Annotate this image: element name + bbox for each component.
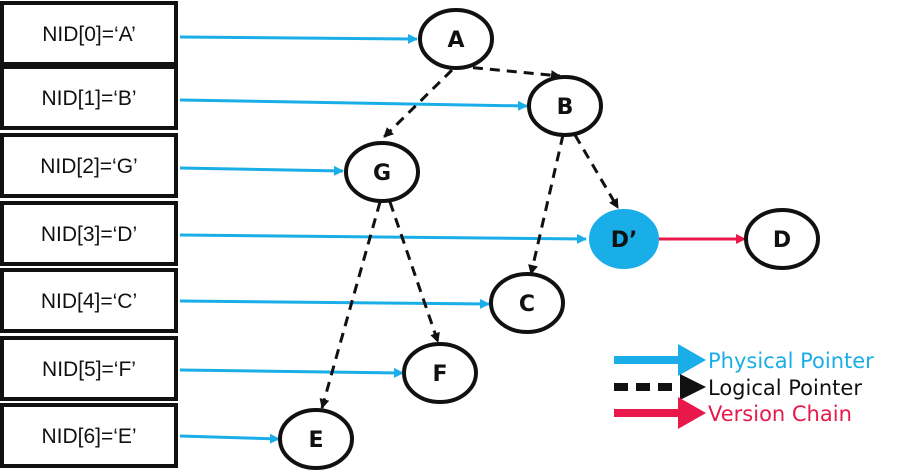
- legend-physical-label: Physical Pointer: [708, 349, 874, 373]
- nid-cell-5: NID[5]=‘F’: [0, 336, 178, 401]
- legend-version-label: Version Chain: [708, 402, 852, 426]
- tree-nodes: A B G D’ D C F E: [278, 8, 820, 470]
- legend-logical-label: Logical Pointer: [708, 376, 862, 400]
- physical-pointer-nid3-Dp: [179, 233, 587, 244]
- legend-physical: Physical Pointer: [614, 344, 874, 376]
- node-label-F: F: [432, 362, 447, 387]
- node-B: B: [527, 75, 603, 137]
- nid-label-2: NID[2]=‘G’: [40, 155, 137, 178]
- legend-version: Version Chain: [614, 397, 852, 429]
- legend-logical-arrow-icon: [680, 374, 706, 400]
- logical-pointer-G-F: [388, 201, 440, 343]
- node-label-B: B: [557, 95, 574, 120]
- nid-cell-3: NID[3]=‘D’: [0, 201, 178, 266]
- legend-version-arrow-icon: [678, 397, 706, 429]
- node-D-prime: D’: [589, 209, 659, 269]
- node-F: F: [402, 342, 478, 404]
- legend-physical-arrow-icon: [678, 344, 706, 376]
- nid-cell-0: NID[0]=‘A’: [0, 1, 178, 66]
- nid-label-0: NID[0]=‘A’: [42, 23, 136, 46]
- legend-logical: Logical Pointer: [614, 374, 862, 400]
- node-label-A: A: [447, 28, 464, 53]
- physical-pointers: [179, 33, 587, 444]
- logical-pointer-G-E: [319, 201, 382, 409]
- physical-pointer-nid0-A: [179, 33, 418, 44]
- nid-label-6: NID[6]=‘E’: [41, 425, 136, 448]
- nid-cell-2: NID[2]=‘G’: [0, 133, 178, 198]
- physical-pointer-nid1-B: [179, 98, 528, 111]
- node-label-G: G: [373, 161, 391, 186]
- physical-pointer-nid6-E: [179, 433, 280, 444]
- nid-cell-6: NID[6]=‘E’: [0, 403, 178, 468]
- nid-label-4: NID[4]=‘C’: [41, 290, 137, 313]
- node-C: C: [489, 272, 565, 334]
- legend: Physical Pointer Logical Pointer Version…: [614, 344, 874, 429]
- nid-label-5: NID[5]=‘F’: [42, 358, 136, 381]
- nid-table: NID[0]=‘A’ NID[1]=‘B’ NID[2]=‘G’ NID[3]=…: [0, 1, 178, 468]
- node-label-D-prime: D’: [611, 228, 638, 253]
- logical-pointer-A-B: [455, 64, 561, 81]
- physical-pointer-nid4-C: [179, 298, 490, 309]
- node-D: D: [744, 208, 820, 270]
- logical-pointer-B-Dp: [573, 134, 620, 209]
- logical-pointer-B-C: [528, 134, 565, 275]
- nid-label-1: NID[1]=‘B’: [41, 87, 136, 110]
- nid-cell-4: NID[4]=‘C’: [0, 268, 178, 333]
- nid-cell-1: NID[1]=‘B’: [0, 65, 178, 130]
- node-label-C: C: [519, 292, 535, 317]
- logical-pointers: [319, 64, 620, 409]
- nid-label-3: NID[3]=‘D’: [41, 223, 137, 246]
- node-A: A: [418, 8, 494, 70]
- node-label-D: D: [773, 228, 791, 253]
- node-E: E: [278, 408, 354, 470]
- node-G: G: [344, 141, 420, 203]
- node-label-E: E: [308, 428, 323, 453]
- physical-pointer-nid5-F: [179, 367, 404, 378]
- physical-pointer-nid2-G: [179, 165, 344, 176]
